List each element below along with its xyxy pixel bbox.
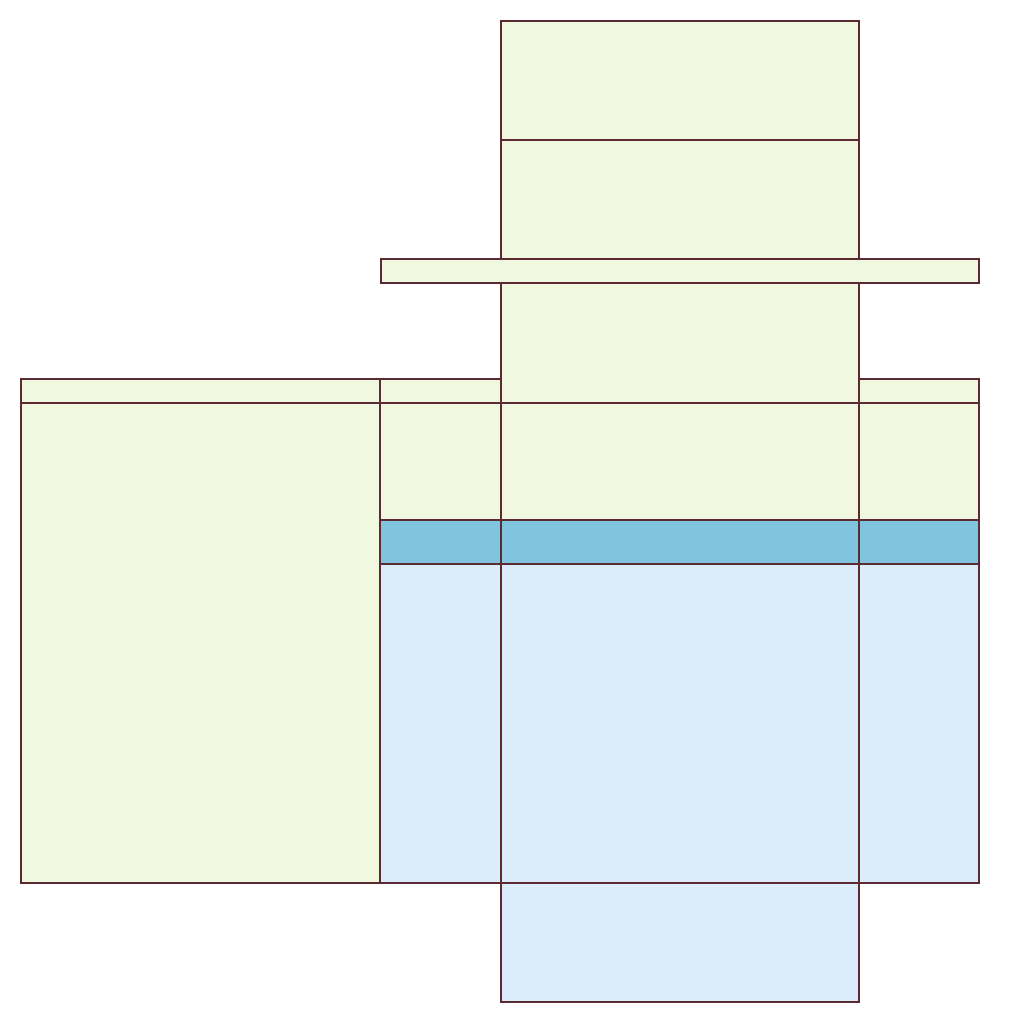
right-header bbox=[858, 378, 980, 404]
mid-left-lower-panel bbox=[379, 563, 502, 884]
right-upper-panel bbox=[858, 402, 980, 521]
bottom-flap bbox=[500, 882, 860, 1003]
right-lower-panel bbox=[858, 563, 980, 884]
center-band bbox=[500, 519, 860, 565]
mid-left-band bbox=[379, 519, 502, 565]
center-upper-panel bbox=[500, 402, 860, 521]
column-top-flap-1 bbox=[500, 20, 860, 141]
column-middle-panel bbox=[500, 282, 860, 404]
center-lower-panel bbox=[500, 563, 860, 884]
horizontal-thin-strip bbox=[380, 258, 980, 284]
left-header-strip bbox=[20, 378, 381, 404]
mid-left-upper-panel bbox=[379, 402, 502, 521]
right-band bbox=[858, 519, 980, 565]
left-large-panel bbox=[20, 402, 381, 884]
column-top-flap-2 bbox=[500, 139, 860, 260]
mid-left-header bbox=[379, 378, 502, 404]
